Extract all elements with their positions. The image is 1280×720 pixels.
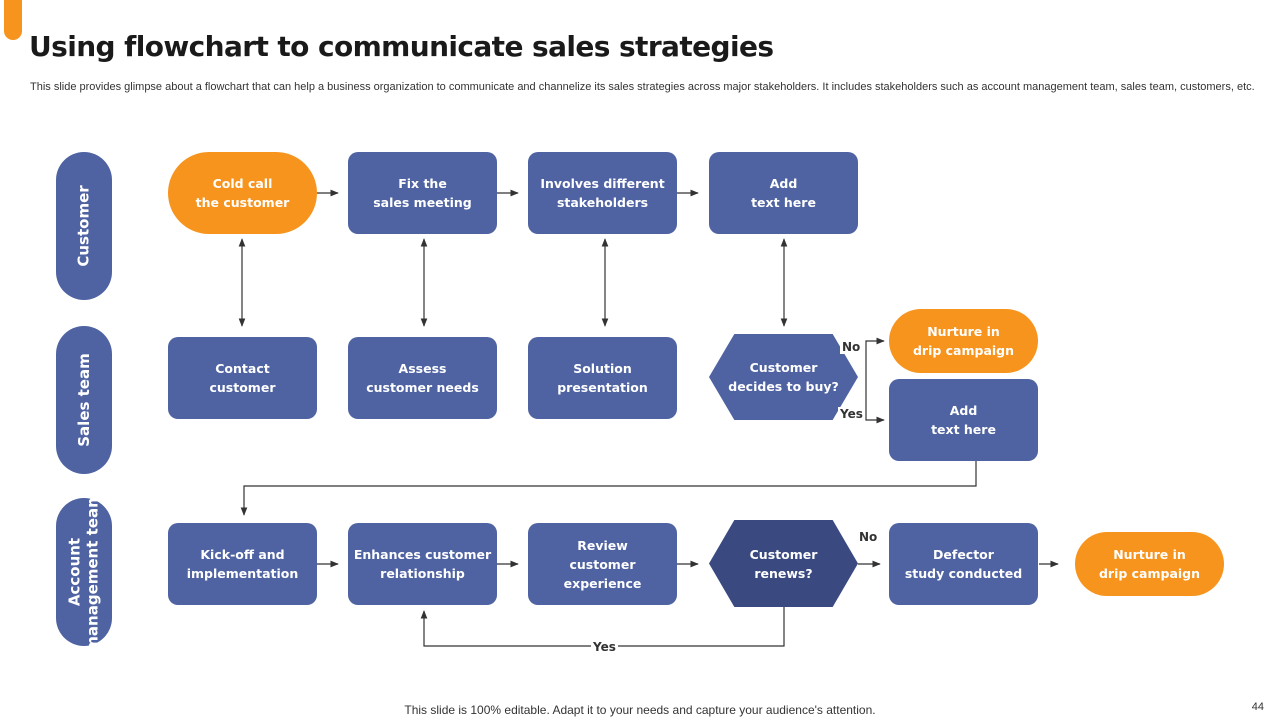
page-number: 44 <box>1251 701 1264 713</box>
page-title: Using flowchart to communicate sales str… <box>29 30 774 63</box>
node-kickoff-implementation: Kick-off and implementation <box>168 523 317 605</box>
arrow-buy-yes <box>865 377 885 424</box>
node-enhances-relationship: Enhances customer relationship <box>348 523 497 605</box>
node-add-text-sales: Add text here <box>889 379 1038 461</box>
corner-accent-tab <box>4 0 22 40</box>
node-solution-presentation: Solution presentation <box>528 337 677 419</box>
node-contact-customer: Contact customer <box>168 337 317 419</box>
lane-customer: Customer <box>56 152 112 300</box>
footer-note: This slide is 100% editable. Adapt it to… <box>404 703 876 717</box>
lane-customer-label: Customer <box>75 185 94 267</box>
node-fix-sales-meeting: Fix the sales meeting <box>348 152 497 234</box>
node-cold-call: Cold call the customer <box>168 152 317 234</box>
lane-sales-team: Sales team <box>56 326 112 474</box>
node-involves-stakeholders: Involves different stakeholders <box>528 152 677 234</box>
node-review-experience: Review customer experience <box>528 523 677 605</box>
lane-sales-team-label: Sales team <box>75 353 93 447</box>
lane-account-management-label: Account management team <box>66 492 102 652</box>
node-defector-study: Defector study conducted <box>889 523 1038 605</box>
decision-decides-to-buy: Customer decides to buy? <box>709 334 858 420</box>
node-nurture-drip-2: Nurture in drip campaign <box>1075 532 1224 596</box>
edge-label-renew-yes: Yes <box>591 640 618 654</box>
edge-label-renew-no: No <box>857 530 880 544</box>
edge-label-buy-no: No <box>840 340 863 354</box>
arrow-add-text-to-kickoff <box>240 461 977 516</box>
decision-customer-renews: Customer renews? <box>709 520 858 607</box>
node-nurture-drip-1: Nurture in drip campaign <box>889 309 1038 373</box>
node-add-text-customer: Add text here <box>709 152 858 234</box>
lane-account-management: Account management team <box>56 492 112 652</box>
edge-label-buy-yes: Yes <box>838 407 865 421</box>
node-assess-needs: Assess customer needs <box>348 337 497 419</box>
page-subtitle: This slide provides glimpse about a flow… <box>30 81 1255 93</box>
arrow-buy-no <box>865 337 885 377</box>
